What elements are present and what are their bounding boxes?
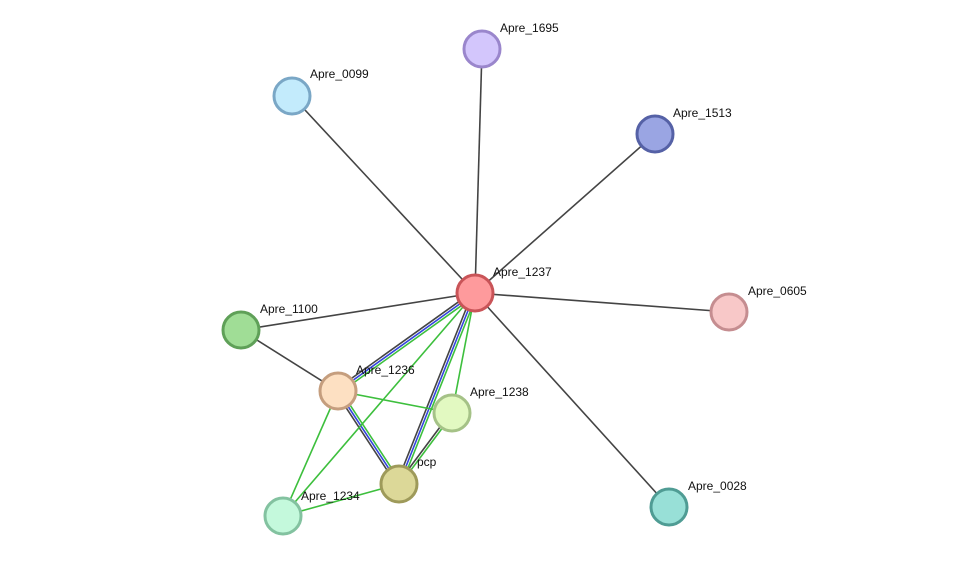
node-Apre_0605[interactable]: Apre_0605	[709, 284, 807, 332]
edge-line	[282, 292, 476, 517]
edge-Apre_1237-Apre_1238	[451, 292, 476, 414]
node-Apre_1238[interactable]: Apre_1238	[432, 385, 529, 433]
edge-pcp-Apre_1234	[282, 483, 400, 517]
node-label: Apre_1238	[470, 385, 529, 399]
node-circle[interactable]	[709, 292, 749, 332]
edge-line	[451, 292, 476, 414]
node-circle[interactable]	[649, 487, 689, 527]
node-Apre_1513[interactable]: Apre_1513	[635, 106, 732, 154]
node-circle[interactable]	[635, 114, 675, 154]
edge-Apre_1236-Apre_1234	[282, 390, 339, 517]
edge-Apre_1237-Apre_1234	[282, 292, 476, 517]
node-circle[interactable]	[379, 464, 419, 504]
node-circle[interactable]	[272, 76, 312, 116]
node-label: Apre_1237	[493, 265, 552, 279]
node-circle[interactable]	[263, 496, 303, 536]
edge-line	[396, 291, 474, 484]
edge-Apre_1237-Apre_0028	[474, 292, 670, 508]
node-Apre_0099[interactable]: Apre_0099	[272, 67, 369, 116]
node-Apre_1695[interactable]: Apre_1695	[462, 21, 559, 69]
edge-Apre_1237-pcp	[396, 291, 478, 486]
edge-Apre_1237-Apre_1695	[474, 48, 483, 294]
node-label: Apre_0605	[748, 284, 807, 298]
node-circle[interactable]	[462, 29, 502, 69]
node-circle[interactable]	[455, 273, 495, 313]
node-label: Apre_0099	[310, 67, 369, 81]
edge-line	[474, 292, 730, 313]
edge-line	[282, 483, 400, 517]
node-Apre_0028[interactable]: Apre_0028	[649, 479, 747, 527]
edge-line	[338, 294, 477, 394]
edge-line	[474, 133, 656, 294]
node-Apre_1100[interactable]: Apre_1100	[221, 302, 318, 350]
edge-Apre_1237-Apre_0099	[291, 95, 476, 294]
node-label: Apre_0028	[688, 479, 747, 493]
edge-line	[336, 290, 475, 390]
edge-Apre_1237-Apre_0605	[474, 292, 730, 313]
edge-line	[474, 48, 483, 294]
node-label: pcp	[417, 455, 437, 469]
edge-line	[398, 292, 476, 485]
node-circle[interactable]	[318, 371, 358, 411]
edge-line	[240, 292, 476, 331]
node-Apre_1236[interactable]: Apre_1236	[318, 363, 415, 411]
edge-line	[474, 292, 670, 508]
edge-line	[337, 292, 476, 392]
node-label: Apre_1236	[356, 363, 415, 377]
edge-line	[400, 293, 478, 486]
node-Apre_1237[interactable]: Apre_1237	[455, 265, 552, 313]
edge-line	[291, 95, 476, 294]
node-label: Apre_1513	[673, 106, 732, 120]
edge-Apre_1237-Apre_1100	[240, 292, 476, 331]
node-circle[interactable]	[432, 393, 472, 433]
node-layer: Apre_1695Apre_0099Apre_1513Apre_1237Apre…	[221, 21, 807, 536]
node-label: Apre_1100	[260, 302, 318, 316]
edge-line	[282, 390, 339, 517]
node-circle[interactable]	[221, 310, 261, 350]
node-label: Apre_1234	[301, 489, 360, 503]
edge-Apre_1237-Apre_1513	[474, 133, 656, 294]
edge-Apre_1237-Apre_1236	[336, 290, 477, 394]
node-pcp[interactable]: pcp	[379, 455, 437, 504]
node-label: Apre_1695	[500, 21, 559, 35]
node-Apre_1234[interactable]: Apre_1234	[263, 489, 360, 536]
